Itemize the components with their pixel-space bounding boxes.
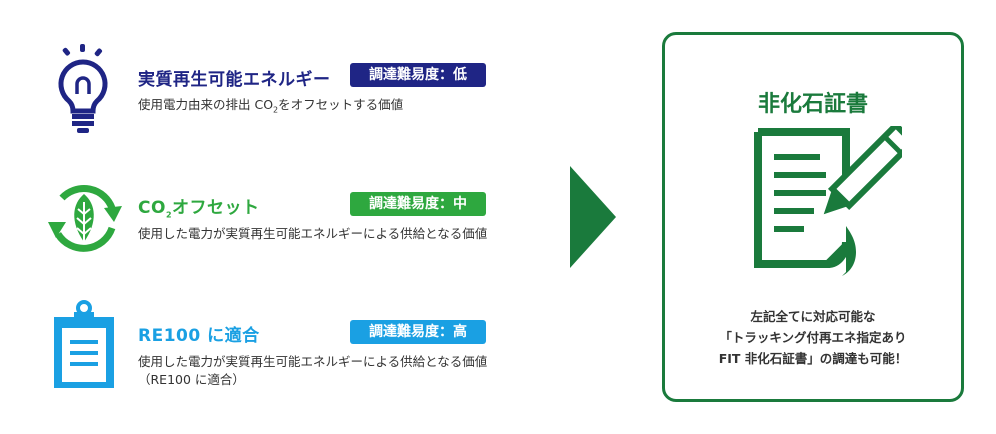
item-title-co2-offset: CO2オフセット [138, 198, 260, 220]
lightbulb-icon [58, 44, 108, 133]
item-desc-co2-offset: 使用した電力が実質再生可能エネルギーによる供給となる価値 [138, 226, 488, 241]
certificate-title: 非化石証書 [757, 92, 868, 117]
clipboard-icon [54, 300, 114, 388]
arrow-right-icon [570, 166, 616, 268]
recycle-leaf-icon [48, 185, 122, 252]
item-desc-renewable: 使用電力由来の排出 CO2をオフセットする価値 [138, 97, 404, 115]
document-pen-icon [754, 126, 902, 276]
item-desc-re100: 使用した電力が実質再生可能エネルギーによる供給となる価値（RE100 に適合） [138, 354, 488, 387]
item-title-re100: RE100 に適合 [138, 326, 260, 346]
certificate-box [662, 32, 964, 402]
item-title-renewable: 実質再生可能エネルギー [138, 70, 331, 90]
difficulty-badge-low: 調達難易度：低 [350, 63, 486, 87]
difficulty-badge-high: 調達難易度：高 [350, 320, 486, 344]
difficulty-badge-mid: 調達難易度：中 [350, 192, 486, 216]
